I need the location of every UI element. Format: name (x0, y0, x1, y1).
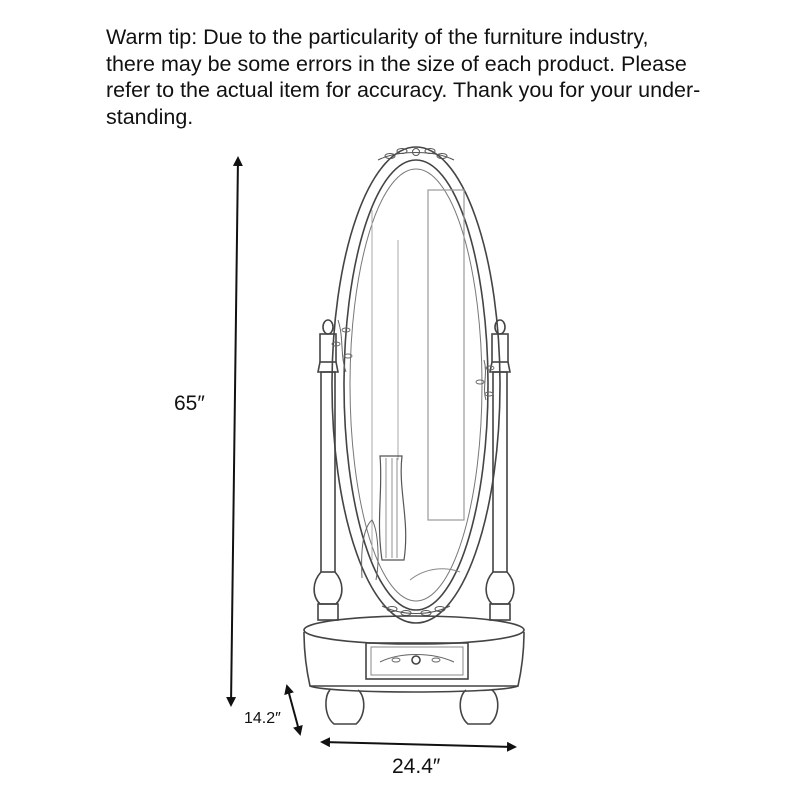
reflection-door (427, 189, 465, 521)
width-dimension-arrow (320, 737, 517, 752)
depth-dimension-label: 14.2″ (244, 710, 281, 727)
warm-tip-line-1: Warm tip: Due to the particularity of th… (106, 25, 649, 49)
right-post (485, 319, 515, 621)
warm-tip-line-4: standing. (106, 104, 194, 129)
reflection-vase (378, 455, 407, 561)
top-floral-ornament (377, 148, 455, 161)
left-vine-ornament (337, 319, 347, 373)
mirror-glass (349, 168, 483, 602)
height-dimension-label: 65″ (174, 392, 205, 415)
drawer (365, 642, 469, 680)
mirror-outer-frame (331, 146, 501, 624)
warm-tip-line-3: refer to the actual item for accuracy. T… (106, 78, 701, 102)
depth-dimension-arrow (284, 684, 303, 736)
mirror-drawing (303, 146, 525, 725)
left-post (313, 319, 343, 621)
reflection-plant (361, 519, 379, 581)
width-dimension-label: 24.4″ (392, 755, 441, 778)
bun-feet (325, 689, 499, 725)
drawer-knob (411, 655, 421, 665)
mirror-inner-frame (343, 159, 489, 611)
base-cabinet (303, 615, 525, 693)
warm-tip-line-2: there may be some errors in the size of … (106, 51, 687, 76)
right-vine-ornament (483, 359, 487, 401)
height-dimension-arrow (226, 156, 243, 707)
warm-tip-text: Warm tip: Due to the particularity of th… (106, 24, 746, 130)
